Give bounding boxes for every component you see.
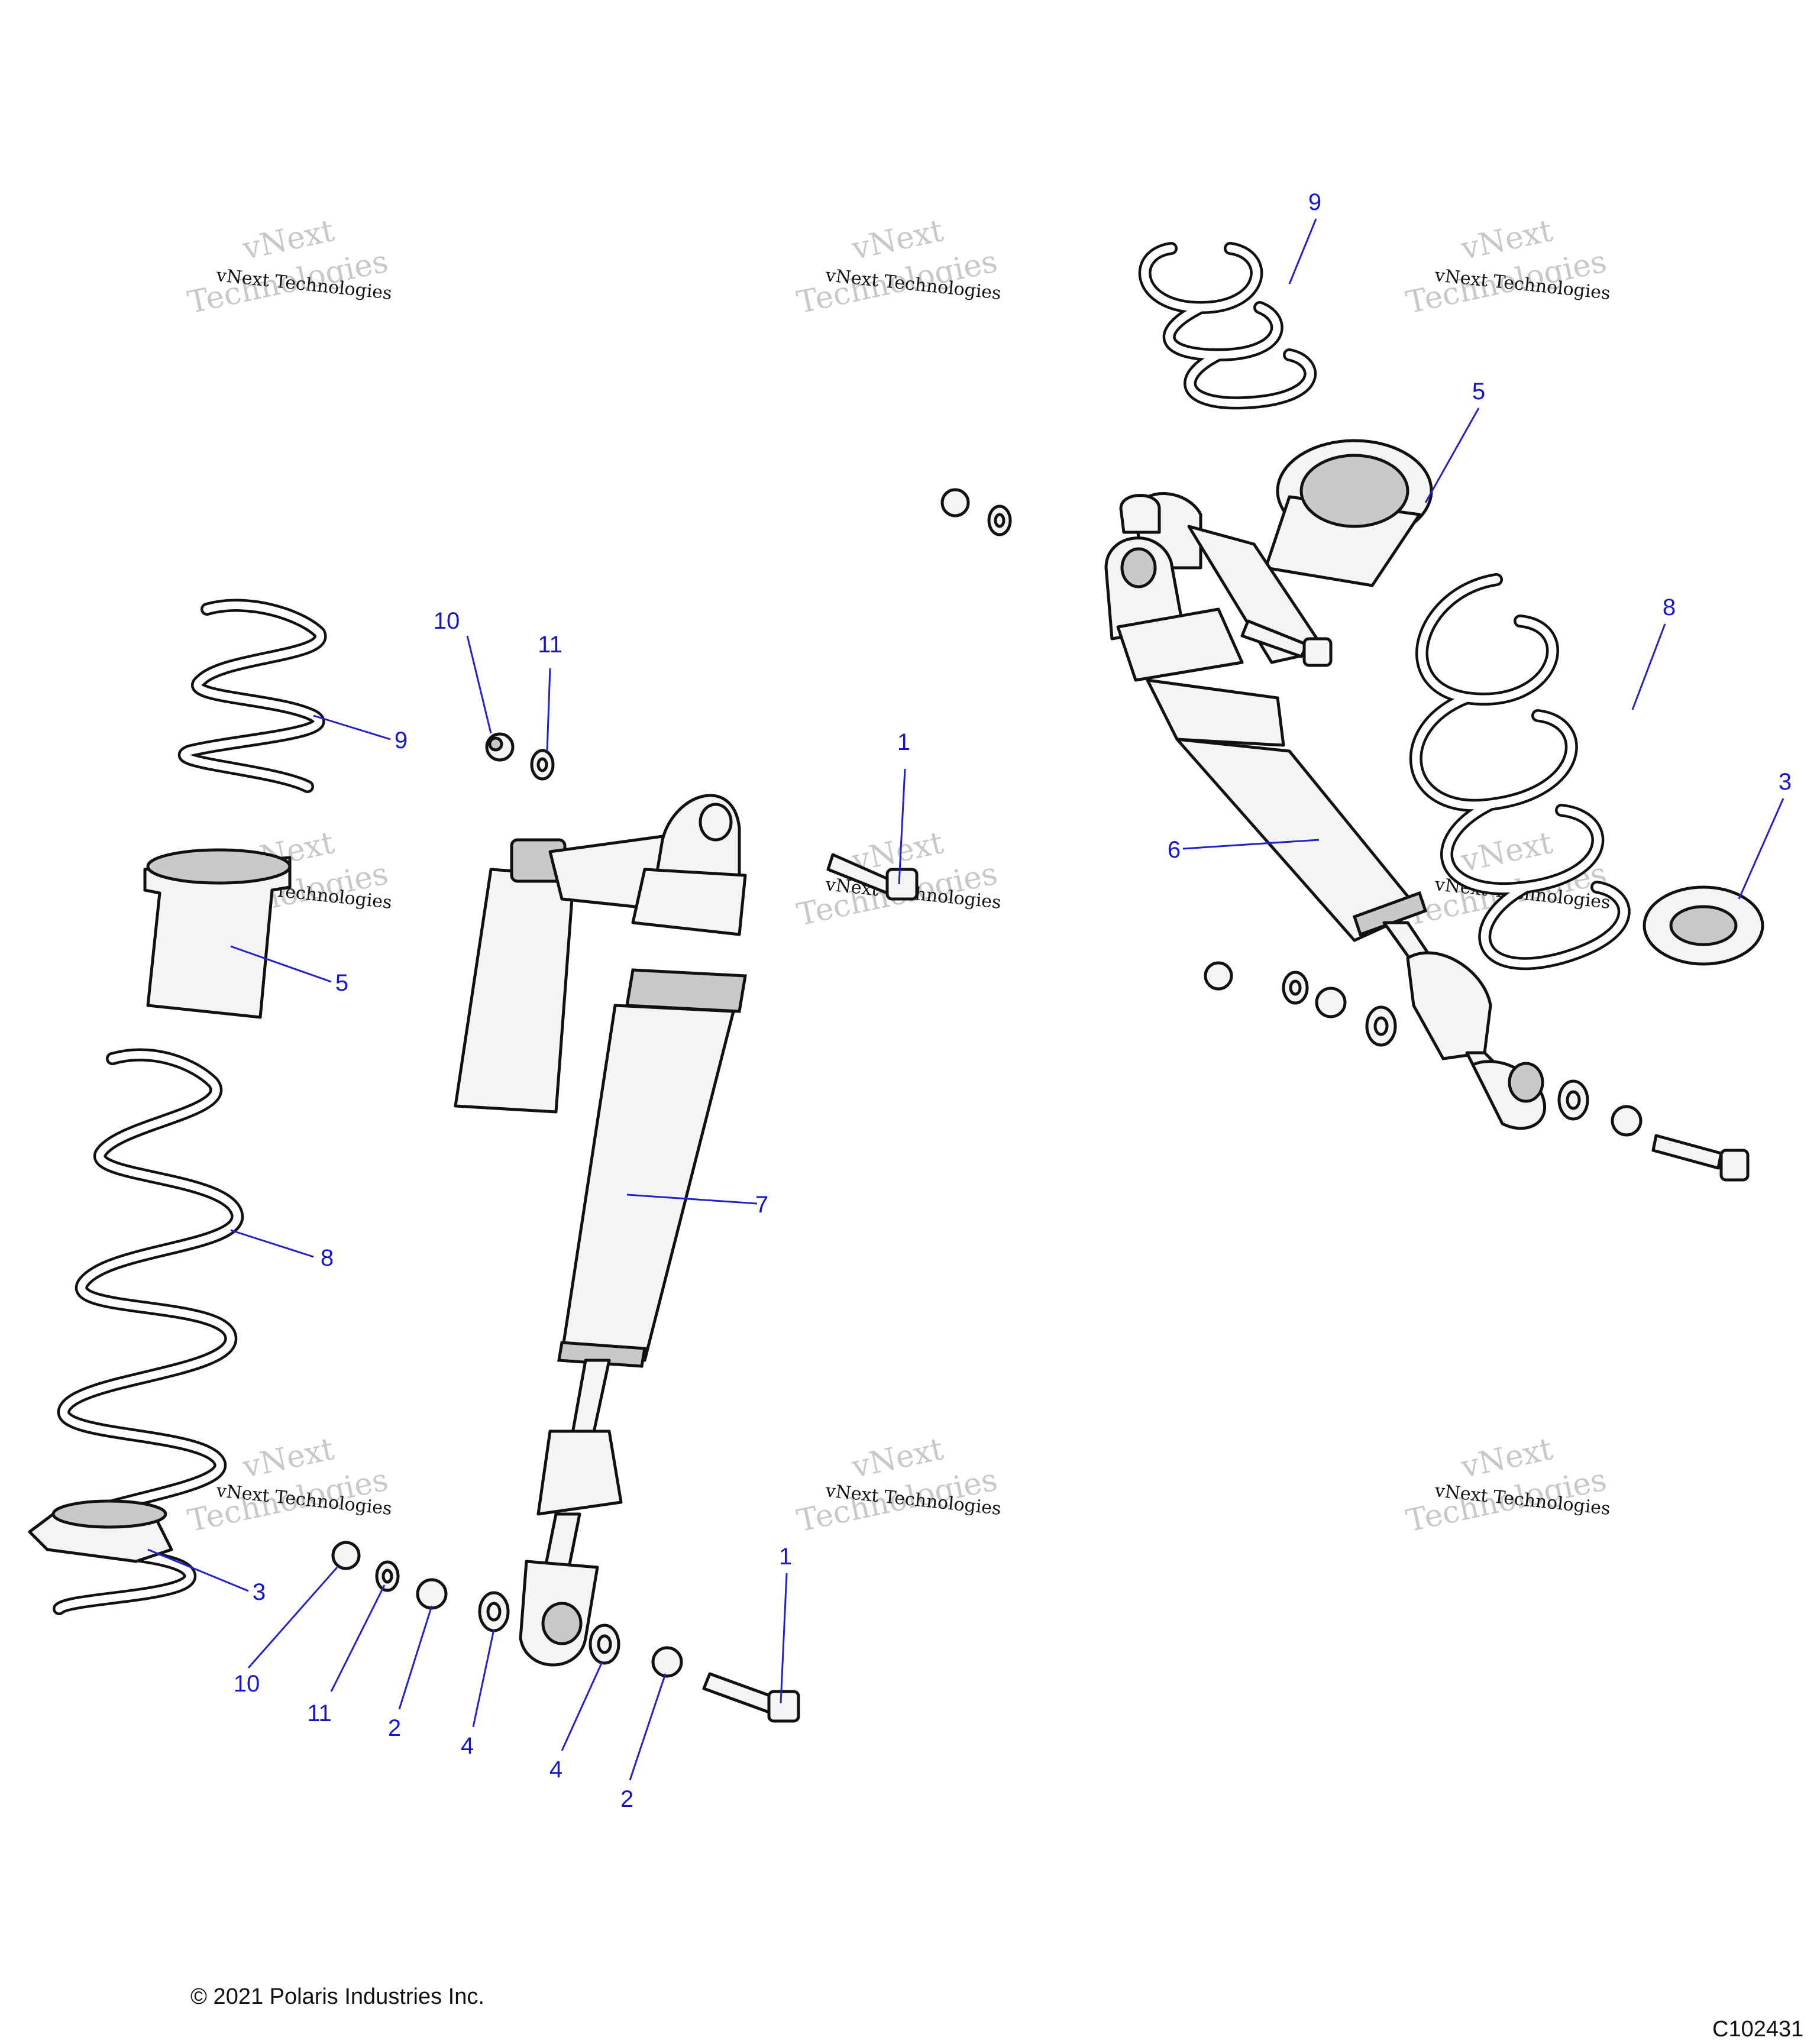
washer-left-2 [478, 1591, 510, 1632]
callout-4-b: 4 [549, 1757, 562, 1783]
spring-large-right [1409, 573, 1631, 971]
washer-right-low-2 [1365, 1005, 1397, 1047]
leader-lines [147, 218, 1784, 1781]
washer-right-top [987, 504, 1012, 536]
diagram-id: C102431 [1712, 2017, 1804, 2042]
spring-retainer-left [28, 1499, 173, 1563]
callout-2-a: 2 [388, 1715, 401, 1741]
callout-2-b: 2 [620, 1786, 633, 1812]
watermark-8: vNext Technologies [794, 1431, 1000, 1539]
watermark-2: vNext Technologies [794, 213, 1000, 321]
watermark-9: vNext Technologies [1403, 1431, 1609, 1539]
spacer-left-1 [416, 1578, 448, 1610]
bolt-right [1651, 1134, 1750, 1182]
callout-5-left: 5 [335, 970, 348, 996]
callout-11-top: 11 [538, 632, 562, 658]
callout-8-left: 8 [321, 1245, 334, 1271]
washer-right-low [1282, 971, 1309, 1005]
copyright-notice: © 2021 Polaris Industries Inc. [190, 1984, 484, 2009]
spring-retainer-right [1643, 885, 1764, 966]
bushing-right-top [940, 488, 970, 518]
callout-11-bottom: 11 [307, 1700, 332, 1726]
bolt-top-center [826, 853, 919, 901]
spring-small-left [177, 599, 327, 793]
callout-1-top: 1 [897, 729, 910, 755]
callout-1-bottom: 1 [779, 1544, 792, 1570]
spacer-right-low [1315, 987, 1347, 1018]
washer-left-bottom [375, 1560, 400, 1592]
spacer-right-eye [1611, 1105, 1643, 1137]
bushing-left-top [485, 732, 515, 762]
callout-10-bottom: 10 [234, 1671, 260, 1697]
bushing-right-low [1204, 961, 1233, 991]
callout-7: 7 [755, 1192, 768, 1218]
spring-small-right [1138, 242, 1317, 410]
callout-8-right: 8 [1663, 594, 1676, 620]
spring-adapter-left [143, 848, 292, 1019]
watermark-3: vNext Technologies [1403, 213, 1609, 321]
washer-left-top [530, 749, 555, 781]
washer-left-3 [589, 1623, 620, 1665]
callout-9-left: 9 [395, 727, 408, 753]
callout-9-right: 9 [1308, 189, 1321, 215]
bushing-left-bottom [331, 1541, 361, 1570]
spacer-left-2 [651, 1646, 683, 1678]
callout-6: 6 [1168, 837, 1181, 863]
callout-5-right: 5 [1472, 379, 1485, 405]
shock-absorber-left [454, 794, 747, 1667]
callout-10-top: 10 [434, 608, 460, 634]
washer-right-eye [1557, 1079, 1589, 1121]
callout-4-a: 4 [461, 1733, 474, 1759]
callout-3-left: 3 [253, 1579, 266, 1605]
spring-adapter-right [1264, 439, 1433, 587]
shock-absorber-right [1104, 492, 1546, 1130]
callout-3-right: 3 [1779, 769, 1792, 795]
watermark-1: vNext Technologies [185, 213, 391, 321]
bolt-bottom [702, 1672, 800, 1723]
